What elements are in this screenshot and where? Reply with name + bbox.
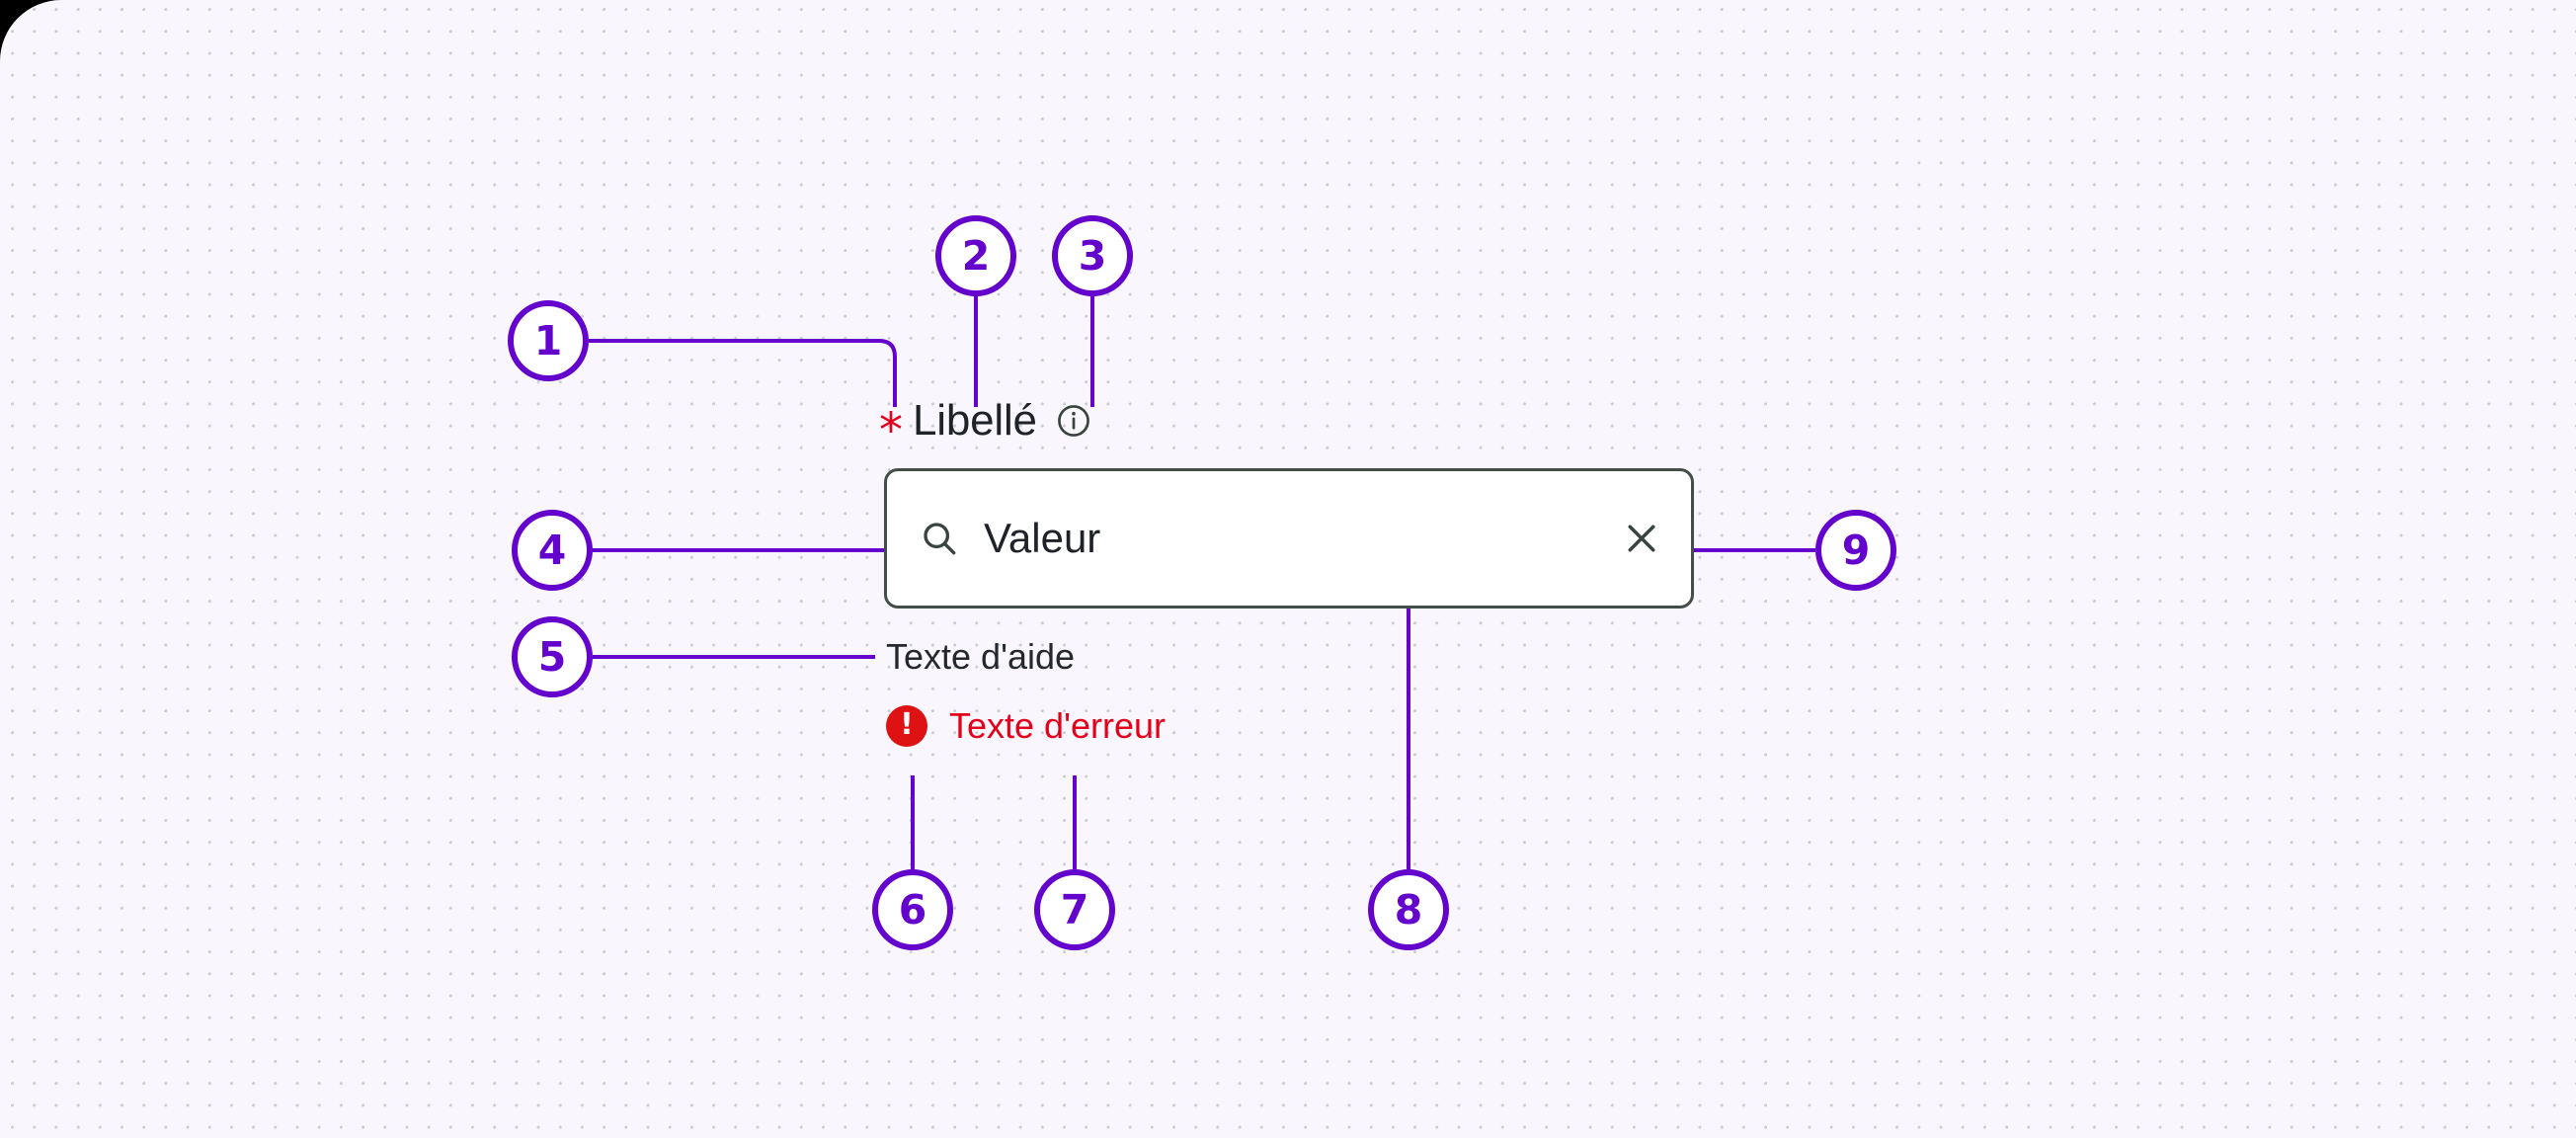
field-label-row: * Libellé [879, 393, 1694, 454]
error-text: Texte d'erreur [949, 705, 1166, 746]
callout-8[interactable]: 8 [1368, 869, 1449, 950]
error-message-row: ! Texte d'erreur [886, 705, 1694, 747]
close-icon[interactable] [1620, 517, 1663, 560]
callout-9[interactable]: 9 [1815, 510, 1896, 591]
field-label: Libellé [913, 396, 1037, 445]
callout-2[interactable]: 2 [935, 215, 1016, 296]
required-asterisk: * [879, 403, 903, 458]
callout-7[interactable]: 7 [1034, 869, 1115, 950]
callout-1[interactable]: 1 [508, 300, 589, 381]
error-exclamation-icon: ! [886, 705, 927, 747]
callout-6[interactable]: 6 [872, 869, 953, 950]
callout-5[interactable]: 5 [512, 616, 593, 697]
info-circle-icon[interactable] [1055, 402, 1092, 440]
help-text: Texte d'aide [886, 636, 1076, 677]
callout-3[interactable]: 3 [1052, 215, 1133, 296]
connector-1 [589, 339, 897, 407]
search-icon [919, 518, 960, 559]
error-icon-glyph: ! [900, 707, 914, 742]
search-input-field[interactable]: Valeur [884, 468, 1694, 609]
form-field-demo: * Libellé Valeur [879, 393, 1694, 747]
search-input-value[interactable]: Valeur [984, 515, 1101, 561]
callout-4[interactable]: 4 [512, 510, 593, 591]
